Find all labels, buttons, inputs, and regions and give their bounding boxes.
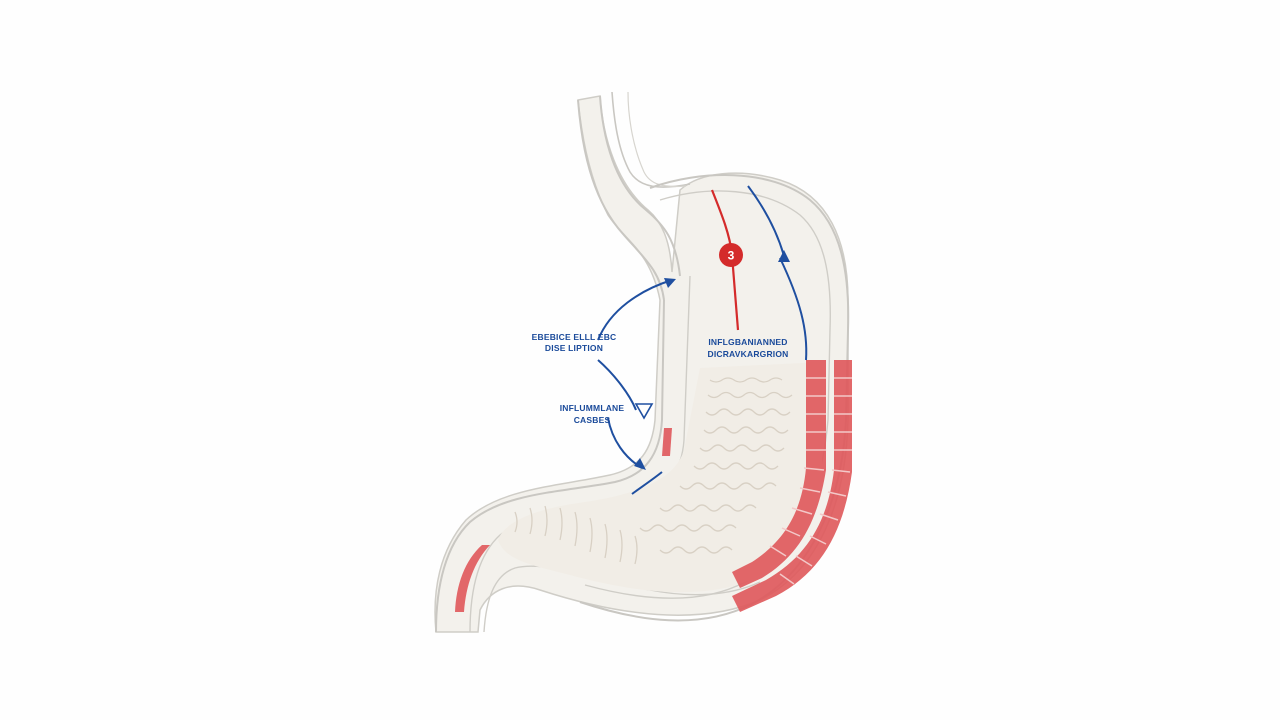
label-right-line2: DICRAVKARGRION: [707, 349, 788, 359]
lesser-curvature-outer: [435, 299, 665, 633]
rugal-folds: [514, 377, 793, 565]
number-marker: 3: [728, 249, 735, 263]
arrow-to-antrum: [607, 417, 643, 469]
inflammation-band-inner: [732, 360, 826, 588]
arrowhead-greater-curvature: [778, 250, 790, 262]
inflammation-pylorus: [455, 545, 490, 612]
label-left-mid-line2: CASBES: [574, 415, 611, 425]
blue-mark-lower: [631, 471, 663, 495]
inflammation-band-outer: [732, 360, 852, 612]
inflammation-bands: [455, 360, 852, 612]
esophagus-right: [611, 91, 691, 188]
greater-curvature-inner: [584, 190, 831, 599]
esophagus-right-outer: [627, 91, 687, 188]
number-marker-circle: [719, 243, 743, 267]
esophagus-inner: [599, 95, 681, 277]
arrow-down-to-lesser-curvature: [597, 359, 637, 411]
line-greater-curvature-top: [747, 185, 785, 257]
arrow-to-esophagus-junction: [597, 279, 673, 341]
label-left-top-line2: DISE LIPTION: [545, 343, 603, 353]
label-left-top-line1: EBEBICE ELLL EBC: [532, 332, 617, 342]
arrowhead-antrum: [634, 458, 646, 470]
arrow-heads: [634, 250, 790, 470]
arrowhead-junction: [664, 278, 676, 288]
triangle-marker-icon: [634, 403, 654, 420]
mucosa-region: [498, 362, 822, 593]
inflammation-lesser-curvature: [662, 428, 672, 456]
arrow-greater-curvature: [779, 257, 808, 361]
label-left-mid-line1: INFLUMMLANE: [560, 403, 625, 413]
band-segments: [769, 377, 852, 585]
label-right-line1: INFLGBANIANNED: [708, 337, 787, 347]
esophagus: [577, 99, 665, 301]
